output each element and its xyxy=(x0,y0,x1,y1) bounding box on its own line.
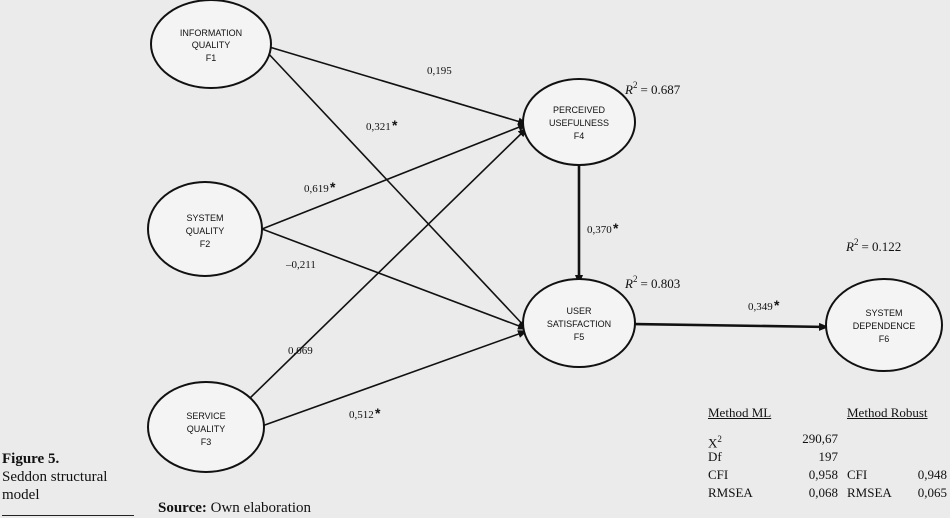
r2-f4-value: = 0.687 xyxy=(640,82,680,97)
node-f2-line3: F2 xyxy=(200,239,211,249)
node-f4-line3: F4 xyxy=(574,131,585,141)
coef-f3-f4: 0,069 xyxy=(288,345,313,357)
coef-f2-f5-value: –0,211 xyxy=(285,259,316,271)
node-f6-line1: SYSTEM xyxy=(865,308,902,318)
source-label: Source: xyxy=(158,500,207,516)
node-f1: INFORMATION QUALITY F1 xyxy=(150,0,272,89)
path-f2-f4 xyxy=(261,123,528,230)
fit-table-ml: Method ML X2 290,67 Df 197 CFI 0,958 RMS… xyxy=(708,404,838,502)
coef-f2-f4-significance: * xyxy=(330,179,336,195)
coef-f3-f5-significance: * xyxy=(375,405,381,421)
path-f2-f5 xyxy=(261,228,528,330)
fit-ml-label: RMSEA xyxy=(708,485,753,500)
fit-robust-value: 0,948 xyxy=(917,467,947,482)
coef-f1-f5-value: 0,321 xyxy=(366,121,391,133)
fit-robust-row: RMSEA 0,065 xyxy=(847,484,947,502)
path-f3-f5 xyxy=(261,330,528,427)
fit-robust-header: Method Robust xyxy=(847,405,928,420)
r2-f4-exponent: 2 xyxy=(633,80,638,90)
r2-f5: R2= 0.803 xyxy=(624,274,680,291)
node-f5-line3: F5 xyxy=(574,332,585,342)
r2-f5-symbol: R xyxy=(624,276,633,291)
node-f5-line2: SATISFACTION xyxy=(547,319,611,329)
coef-f1-f5: 0,321 * xyxy=(366,117,398,133)
fit-ml-label: Df xyxy=(708,449,722,464)
r2-f6-exponent: 2 xyxy=(854,237,859,247)
node-f1-line2: QUALITY xyxy=(192,40,231,50)
fit-ml-row: RMSEA 0,068 xyxy=(708,484,838,502)
fit-ml-label: CFI xyxy=(708,467,729,482)
coef-f5-f6-value: 0,349 xyxy=(748,301,773,313)
source-note: Source: Own elaboration xyxy=(158,500,311,517)
figure-caption: Figure 5. Seddon structural model xyxy=(2,450,134,504)
node-f5-line1: USER xyxy=(566,306,592,316)
fit-table-robust: Method Robust CFI 0,948 RMSEA 0,065 xyxy=(847,404,947,502)
fit-ml-row: X2 290,67 xyxy=(708,430,838,450)
node-f2-line1: SYSTEM xyxy=(186,213,223,223)
r2-f5-exponent: 2 xyxy=(633,274,638,284)
coef-f1-f4-value: 0,195 xyxy=(427,65,452,77)
path-f3-f4 xyxy=(247,127,528,401)
fit-ml-row: Df 197 xyxy=(708,448,838,466)
coef-f2-f4: 0,619 * xyxy=(304,179,336,195)
fit-robust-value: 0,065 xyxy=(917,485,947,500)
node-f2: SYSTEM QUALITY F2 xyxy=(147,181,263,277)
coef-f3-f5: 0,512 * xyxy=(349,405,381,421)
fit-robust-spacer xyxy=(847,448,947,466)
fit-ml-label: X2 xyxy=(708,430,722,452)
r2-f5-value: = 0.803 xyxy=(640,276,680,291)
coef-f3-f4-value: 0,069 xyxy=(288,345,313,357)
coef-f4-f5-value: 0,370 xyxy=(587,224,612,236)
fit-robust-row: CFI 0,948 xyxy=(847,466,947,484)
coef-f1-f5-significance: * xyxy=(392,117,398,133)
fit-robust-spacer xyxy=(847,430,947,448)
node-f1-line1: INFORMATION xyxy=(180,28,242,38)
figure-title: Seddon structural model xyxy=(2,469,108,503)
fit-robust-label: RMSEA xyxy=(847,485,892,500)
fit-robust-label: CFI xyxy=(847,467,868,482)
fit-ml-header: Method ML xyxy=(708,405,772,420)
node-f3: SERVICE QUALITY F3 xyxy=(147,381,265,473)
coef-f3-f5-value: 0,512 xyxy=(349,409,374,421)
path-f1-f5 xyxy=(265,50,528,330)
coef-f1-f4: 0,195 xyxy=(427,65,452,77)
figure-number: Figure 5. xyxy=(2,451,60,467)
node-f4: PERCEIVED USEFULNESS F4 xyxy=(522,78,636,166)
caption-divider xyxy=(2,515,134,516)
fit-ml-value: 0,958 xyxy=(808,467,838,482)
coef-f4-f5: 0,370 * xyxy=(587,220,619,236)
r2-f6-value: = 0.122 xyxy=(861,239,901,254)
coef-f5-f6-significance: * xyxy=(774,297,780,313)
node-f3-line3: F3 xyxy=(201,437,212,447)
node-f6-line3: F6 xyxy=(879,334,890,344)
node-f3-line1: SERVICE xyxy=(186,411,225,421)
node-f6-line2: DEPENDENCE xyxy=(853,321,916,331)
coef-f2-f5: –0,211 xyxy=(285,259,316,271)
node-f4-line1: PERCEIVED xyxy=(553,105,606,115)
fit-ml-value: 197 xyxy=(818,449,839,464)
node-f6: SYSTEM DEPENDENCE F6 xyxy=(825,278,943,372)
fit-ml-value: 0,068 xyxy=(808,485,838,500)
node-f1-line3: F1 xyxy=(206,53,217,63)
fit-ml-row: CFI 0,958 xyxy=(708,466,838,484)
fit-ml-chi-symbol: X xyxy=(708,435,718,451)
node-f5: USER SATISFACTION F5 xyxy=(522,278,636,368)
coef-f2-f4-value: 0,619 xyxy=(304,183,329,195)
r2-f4: R2= 0.687 xyxy=(624,80,681,97)
coef-f4-f5-significance: * xyxy=(613,220,619,236)
fit-ml-chi-exponent: 2 xyxy=(717,434,722,444)
node-f4-line2: USEFULNESS xyxy=(549,118,609,128)
r2-f6: R2= 0.122 xyxy=(845,237,901,254)
path-f1-f4 xyxy=(265,45,528,126)
r2-f6-symbol: R xyxy=(845,239,854,254)
source-text: Own elaboration xyxy=(210,500,312,516)
path-f5-f6 xyxy=(633,322,829,331)
coef-f5-f6: 0,349 * xyxy=(748,297,780,313)
node-f2-line2: QUALITY xyxy=(186,226,225,236)
fit-ml-value: 290,67 xyxy=(802,431,838,446)
r2-f4-symbol: R xyxy=(624,82,633,97)
node-f3-line2: QUALITY xyxy=(187,424,226,434)
